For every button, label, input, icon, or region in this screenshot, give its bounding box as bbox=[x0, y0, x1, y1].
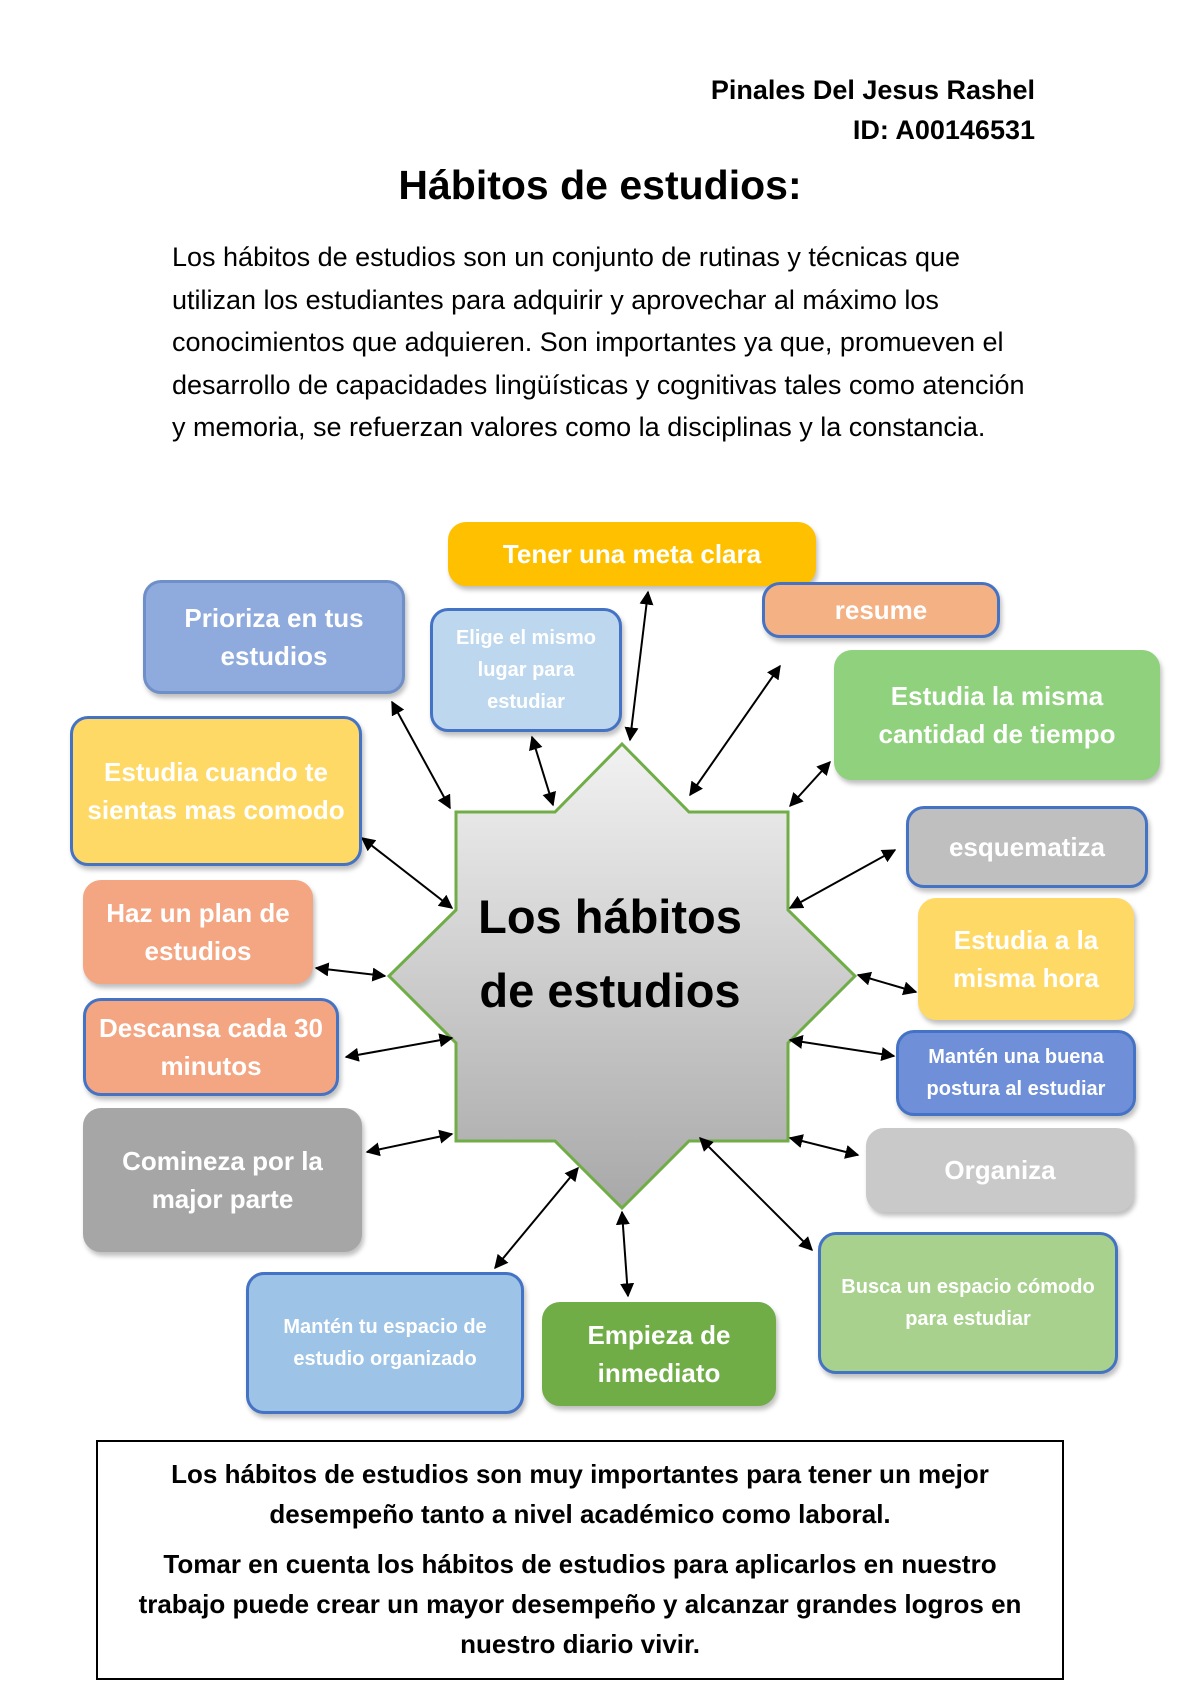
conclusion-paragraph-2: Tomar en cuenta los hábitos de estudios … bbox=[138, 1549, 1022, 1659]
node-misma-cantidad: Estudia la misma cantidad de tiempo bbox=[834, 650, 1160, 780]
arrow-mayor bbox=[365, 1129, 454, 1157]
arrow-organiza bbox=[788, 1134, 860, 1159]
node-espacio-organizado: Mantén tu espacio de estudio organizado bbox=[246, 1272, 524, 1414]
central-topic-line-1: Los hábitos bbox=[478, 890, 742, 943]
conclusion-box: Los hábitos de estudios son muy importan… bbox=[96, 1440, 1064, 1680]
author-name: Pinales Del Jesus Rashel bbox=[710, 75, 1035, 105]
arrow-postura bbox=[788, 1034, 896, 1062]
intro-paragraph: Los hábitos de estudios son un conjunto … bbox=[172, 242, 1025, 442]
arrow-espacio-org bbox=[494, 1166, 579, 1270]
node-buena-postura: Mantén una buena postura al estudiar bbox=[896, 1030, 1136, 1116]
arrow-prioriza bbox=[391, 700, 451, 810]
student-id: ID: A00146531 bbox=[852, 115, 1035, 145]
central-topic: Los hábitos de estudios bbox=[430, 880, 790, 1028]
arrow-meta bbox=[624, 590, 654, 742]
arrow-lugar bbox=[529, 735, 556, 807]
node-resume: resume bbox=[762, 582, 1000, 638]
connector-arrows bbox=[314, 590, 918, 1298]
node-plan-estudios: Haz un plan de estudios bbox=[83, 880, 313, 984]
arrow-esquematiza bbox=[788, 849, 897, 909]
node-descansa: Descansa cada 30 minutos bbox=[83, 998, 339, 1096]
arrow-plan bbox=[314, 962, 387, 982]
page-title: Hábitos de estudios: bbox=[398, 162, 802, 208]
node-espacio-comodo: Busca un espacio cómodo para estudiar bbox=[818, 1232, 1118, 1374]
arrow-tiempo bbox=[789, 760, 831, 808]
node-mismo-lugar: Elige el mismo lugar para estudiar bbox=[430, 608, 622, 732]
node-prioriza: Prioriza en tus estudios bbox=[143, 580, 405, 694]
node-organiza: Organiza bbox=[866, 1128, 1134, 1212]
conclusion-paragraph-1: Los hábitos de estudios son muy importan… bbox=[171, 1459, 989, 1529]
node-mayor-parte: Comineza por la major parte bbox=[83, 1108, 362, 1252]
arrow-resume bbox=[689, 664, 781, 797]
arrow-descansa bbox=[344, 1033, 454, 1062]
node-meta-clara: Tener una meta clara bbox=[448, 522, 816, 586]
arrow-hora bbox=[856, 971, 918, 996]
central-topic-line-2: de estudios bbox=[479, 964, 741, 1017]
arrow-inmediato bbox=[615, 1210, 635, 1298]
node-esquematiza: esquematiza bbox=[906, 806, 1148, 888]
node-sientas-comodo: Estudia cuando te sientas mas comodo bbox=[70, 716, 362, 866]
node-misma-hora: Estudia a la misma hora bbox=[918, 898, 1134, 1020]
arrow-comodo bbox=[360, 837, 454, 909]
node-empieza-inmediato: Empieza de inmediato bbox=[542, 1302, 776, 1406]
central-star-shape bbox=[386, 741, 858, 1211]
arrow-espacio-comodo bbox=[699, 1137, 813, 1251]
